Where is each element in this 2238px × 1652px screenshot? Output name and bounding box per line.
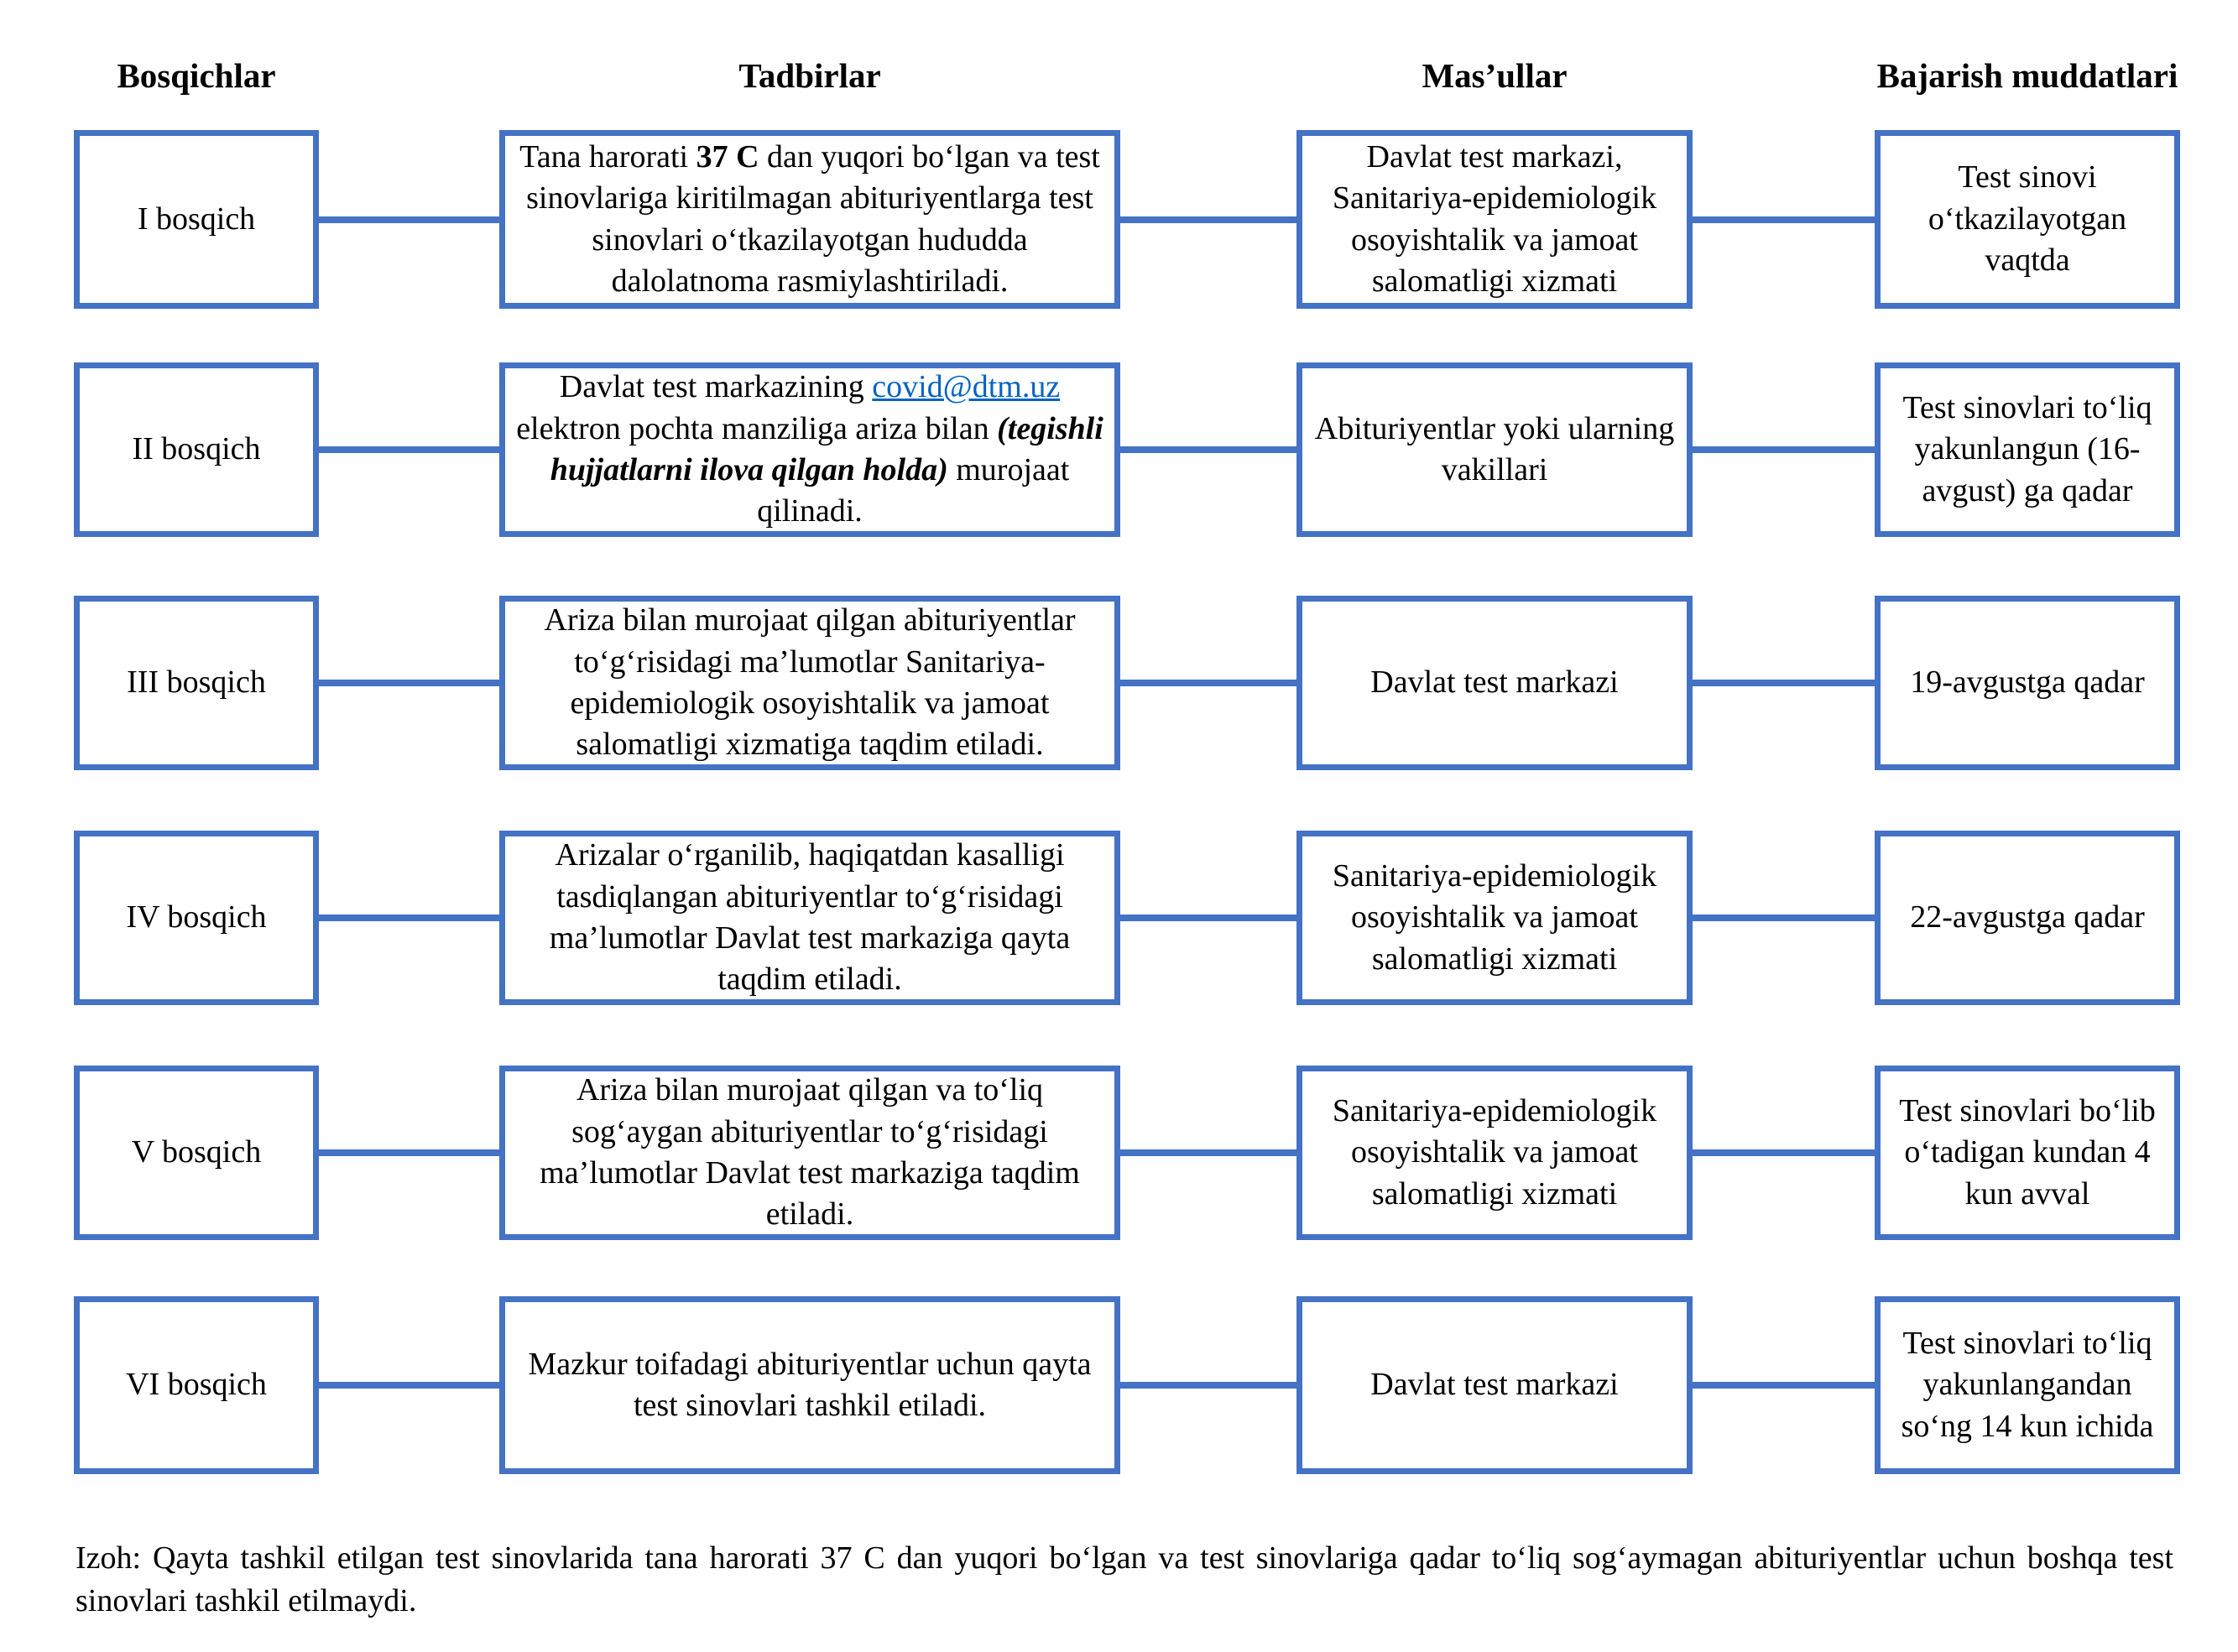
connector-line [1693,1382,1875,1389]
activity-text: Arizalar o‘rganilib, haqiqatdan kasallig… [549,837,1071,998]
connector-line [1693,915,1875,921]
responsible-box: Abituriyentlar yoki ularning vakillari [1296,362,1693,537]
activity-text: Ariza bilan murojaat qilgan va to‘liq so… [540,1072,1080,1232]
activity-text: Ariza bilan murojaat qilgan abituriyentl… [544,602,1076,763]
connector-line [1120,216,1296,223]
deadline-box: Test sinovlari to‘liq yakunlangun (16-av… [1875,362,2180,537]
email-link[interactable]: covid@dtm.uz [872,369,1061,405]
deadline-text: Test sinovi o‘tkazilayotgan vaqtda [1928,159,2127,279]
stage-box: V bosqich [74,1066,319,1240]
responsible-text: Davlat test markazi [1370,664,1619,701]
stage-box: II bosqich [74,362,319,537]
bold-temperature-text: 37 C [696,138,759,175]
row-stage-3: III bosqich Ariza bilan murojaat qilgan … [0,596,2238,770]
activity-text: Tana harorati 37 C dan yuqori bo‘lgan va… [519,138,1100,299]
activity-box: Tana harorati 37 C dan yuqori bo‘lgan va… [499,130,1120,309]
connector-line [1120,680,1296,686]
deadline-text: Test sinovlari to‘liq yakunlangandan so‘… [1901,1325,2154,1444]
responsible-text: Sanitariya-epidemiologik osoyishtalik va… [1332,1092,1657,1212]
attachment-note-text: (tegishli hujjatlarni ilova qilgan holda… [550,410,1103,487]
activity-box: Arizalar o‘rganilib, haqiqatdan kasallig… [499,831,1120,1005]
stage-label: III bosqich [127,664,266,701]
deadline-text: Test sinovlari to‘liq yakunlangun (16-av… [1902,389,2152,508]
connector-line [1693,680,1875,686]
connector-line [319,1149,499,1156]
column-header-activities: Tadbirlar [738,56,881,95]
activity-box: Mazkur toifadagi abituriyentlar uchun qa… [499,1296,1120,1474]
connector-line [1693,1149,1875,1156]
stage-box: III bosqich [74,596,319,770]
column-header-stages: Bosqichlar [117,56,276,95]
connector-line [1120,446,1296,453]
responsible-text: Abituriyentlar yoki ularning vakillari [1314,410,1675,487]
deadline-box: 22-avgustga qadar [1875,831,2180,1005]
row-stage-4: IV bosqich Arizalar o‘rganilib, haqiqatd… [0,831,2238,1005]
connector-line [319,216,499,223]
responsible-box: Davlat test markazi [1296,596,1693,770]
responsible-text: Sanitariya-epidemiologik osoyishtalik va… [1332,857,1657,977]
connector-line [319,680,499,686]
connector-line [319,446,499,453]
connector-line [319,915,499,921]
activity-box: Davlat test markazining covid@dtm.uz ele… [499,362,1120,537]
responsible-text: Davlat test markazi [1370,1367,1619,1403]
connector-line [1120,915,1296,921]
stage-label: IV bosqich [126,899,267,935]
responsible-box: Davlat test markazi, Sanitariya-epidemio… [1296,130,1693,309]
deadline-text: Test sinovlari bo‘lib o‘tadigan kundan 4… [1899,1092,2156,1212]
row-stage-1: I bosqich Tana harorati 37 C dan yuqori … [0,130,2238,309]
column-header-responsibles: Mas’ullar [1422,56,1568,95]
row-stage-6: VI bosqich Mazkur toifadagi abituriyentl… [0,1296,2238,1474]
activity-box: Ariza bilan murojaat qilgan abituriyentl… [499,596,1120,770]
connector-line [1693,216,1875,223]
note-text: Izoh: Qayta tashkil etilgan test sinovla… [76,1540,2173,1619]
responsible-box: Davlat test markazi [1296,1296,1693,1474]
responsible-box: Sanitariya-epidemiologik osoyishtalik va… [1296,831,1693,1005]
column-header-deadlines: Bajarish muddatlari [1876,56,2178,95]
connector-line [1120,1382,1296,1389]
connector-line [1693,446,1875,453]
stage-label: VI bosqich [126,1367,267,1403]
deadline-box: Test sinovlari to‘liq yakunlangandan so‘… [1875,1296,2180,1474]
deadline-box: 19-avgustga qadar [1875,596,2180,770]
responsible-text: Davlat test markazi, Sanitariya-epidemio… [1332,138,1657,299]
stage-label: V bosqich [131,1134,262,1170]
stage-box: VI bosqich [74,1296,319,1474]
deadline-text: 19-avgustga qadar [1910,664,2145,701]
connector-line [319,1382,499,1389]
deadline-text: 22-avgustga qadar [1910,899,2145,935]
deadline-box: Test sinovlari bo‘lib o‘tadigan kundan 4… [1875,1066,2180,1240]
responsible-box: Sanitariya-epidemiologik osoyishtalik va… [1296,1066,1693,1240]
stage-box: IV bosqich [74,831,319,1005]
activity-text: Davlat test markazining covid@dtm.uz ele… [516,369,1103,529]
stage-box: I bosqich [74,130,319,309]
activity-box: Ariza bilan murojaat qilgan va to‘liq so… [499,1066,1120,1240]
row-stage-2: II bosqich Davlat test markazining covid… [0,362,2238,537]
connector-line [1120,1149,1296,1156]
stage-label: I bosqich [137,201,256,237]
row-stage-5: V bosqich Ariza bilan murojaat qilgan va… [0,1066,2238,1240]
deadline-box: Test sinovi o‘tkazilayotgan vaqtda [1875,130,2180,309]
stage-label: II bosqich [132,431,261,467]
activity-text: Mazkur toifadagi abituriyentlar uchun qa… [528,1346,1092,1423]
